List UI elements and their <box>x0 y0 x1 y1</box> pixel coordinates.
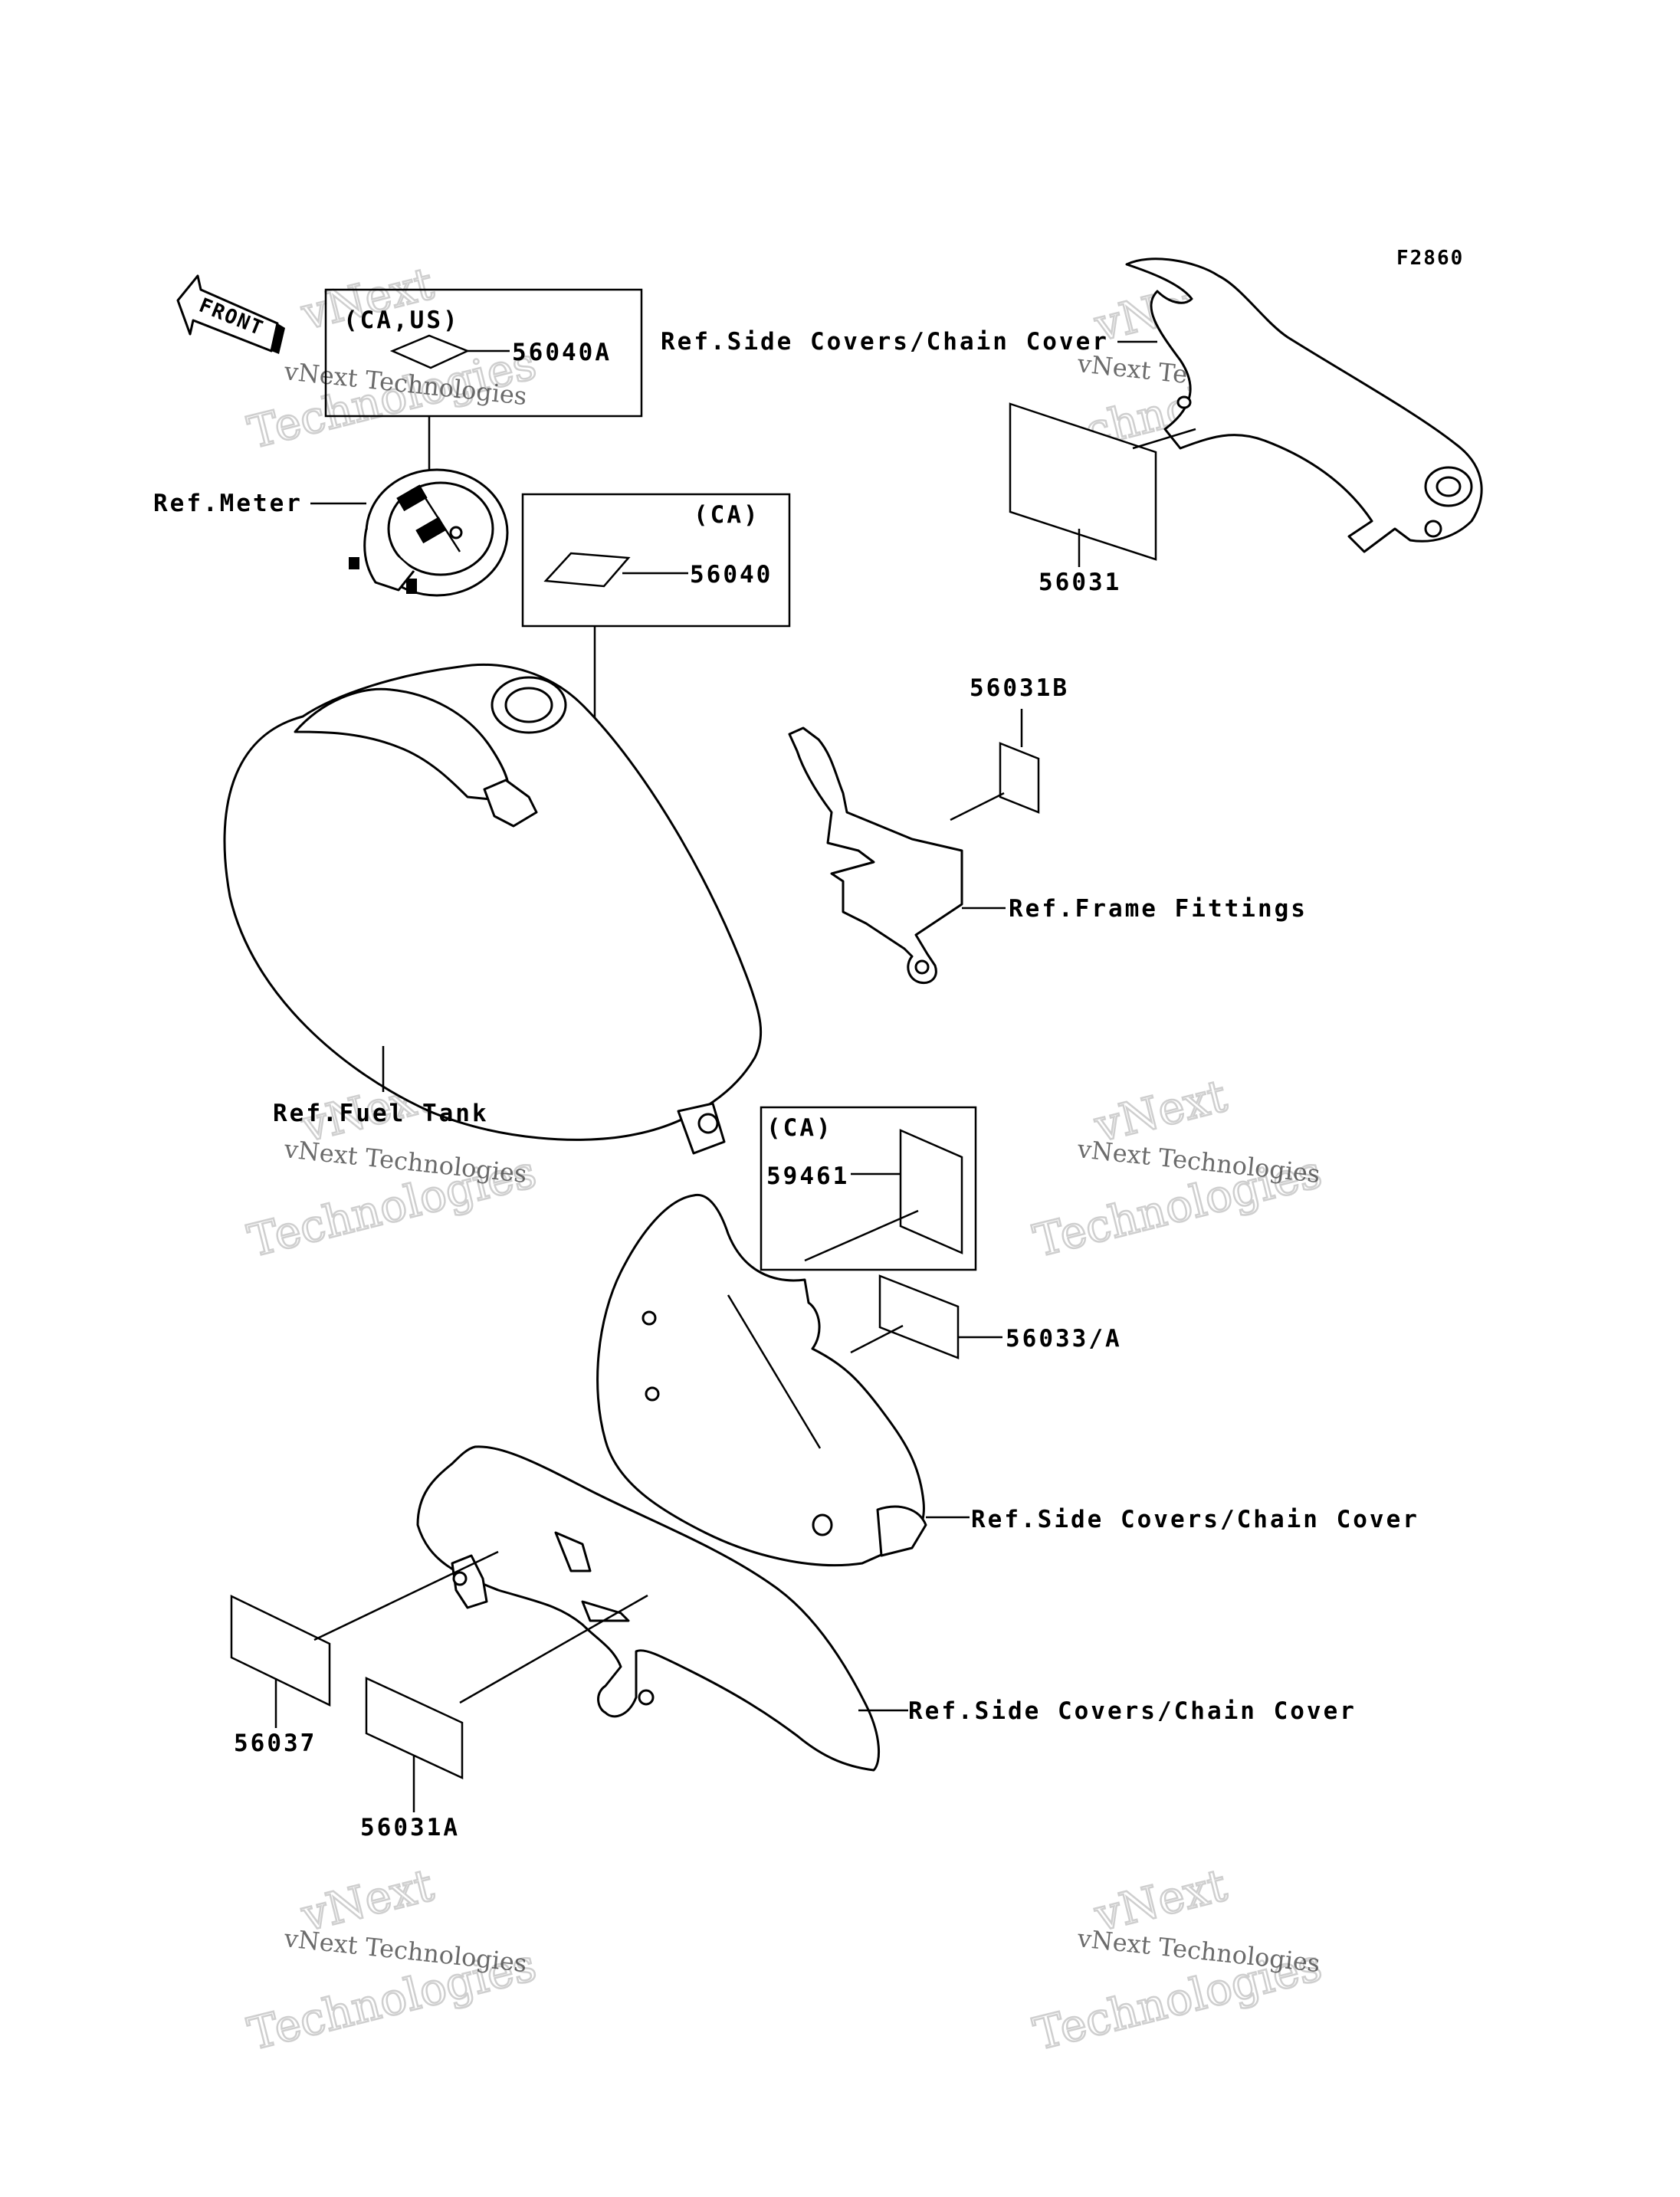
decal-group-56031: 56031 <box>1009 402 1196 596</box>
part-number-59461: 59461 <box>766 1162 849 1190</box>
fuel-tank-illustration <box>223 664 763 1155</box>
decal-group-56037: 56037 <box>230 1550 499 1757</box>
ref-side-covers-mid-label: Ref.Side Covers/Chain Cover <box>971 1506 1419 1533</box>
ref-side-covers-bottom-label: Ref.Side Covers/Chain Cover <box>908 1697 1357 1725</box>
decal-56037 <box>230 1595 331 1707</box>
meter-illustration <box>310 468 509 597</box>
part-number-56031B: 56031B <box>970 674 1069 702</box>
frame-fitting-illustration <box>788 726 963 985</box>
part-number-56040A: 56040A <box>512 339 612 366</box>
decal-group-56031B: 56031B <box>950 674 1069 821</box>
figure-id: F2860 <box>1396 247 1464 270</box>
watermark-middle-right: vNext Technologies vNext Technologies <box>1028 1068 1327 1268</box>
part-number-56037: 56037 <box>234 1730 317 1757</box>
part-number-56033A: 56033/A <box>1006 1325 1122 1353</box>
part-number-56040: 56040 <box>690 561 773 589</box>
watermark-top-left: vNext Technologies vNext Technologies <box>242 256 542 460</box>
side-cover-illustration <box>596 1193 927 1567</box>
chain-cover-top-illustration <box>1125 257 1483 553</box>
callout-box-ca-lower: (CA) 59461 <box>760 1106 977 1271</box>
box-label-ca-us: (CA,US) <box>343 307 460 334</box>
watermark-bottom-right: vNext Technologies vNext Technologies <box>1028 1858 1327 2061</box>
box-label-ca-lower: (CA) <box>766 1114 833 1142</box>
box-label-ca-upper: (CA) <box>694 501 760 529</box>
ref-fuel-tank-label: Ref.Fuel Tank <box>273 1100 489 1127</box>
ref-side-covers-top-label: Ref.Side Covers/Chain Cover <box>661 328 1109 356</box>
decal-group-56031A: 56031A <box>360 1594 648 1841</box>
decal-56031B <box>999 742 1040 814</box>
decal-56040 <box>543 552 631 588</box>
part-number-56031: 56031 <box>1039 569 1121 596</box>
part-number-56031A: 56031A <box>360 1814 460 1841</box>
chain-cover-bottom-illustration <box>416 1445 881 1772</box>
front-arrow-icon: FRONT <box>176 274 285 354</box>
decal-56031A <box>365 1677 464 1779</box>
callout-box-ca-upper: (CA) 56040 <box>521 493 791 766</box>
callout-box-ca-us: (CA,US) 56040A <box>324 288 643 490</box>
decal-56033A <box>878 1274 960 1359</box>
watermark-bottom-left: vNext Technologies vNext Technologies <box>242 1858 542 2061</box>
decal-group-56033A: 56033/A <box>850 1274 1122 1359</box>
ref-frame-fittings-label: Ref.Frame Fittings <box>1009 895 1308 923</box>
decal-59461 <box>899 1129 963 1254</box>
ref-meter-label: Ref.Meter <box>153 490 303 517</box>
decal-56031 <box>1009 402 1157 561</box>
